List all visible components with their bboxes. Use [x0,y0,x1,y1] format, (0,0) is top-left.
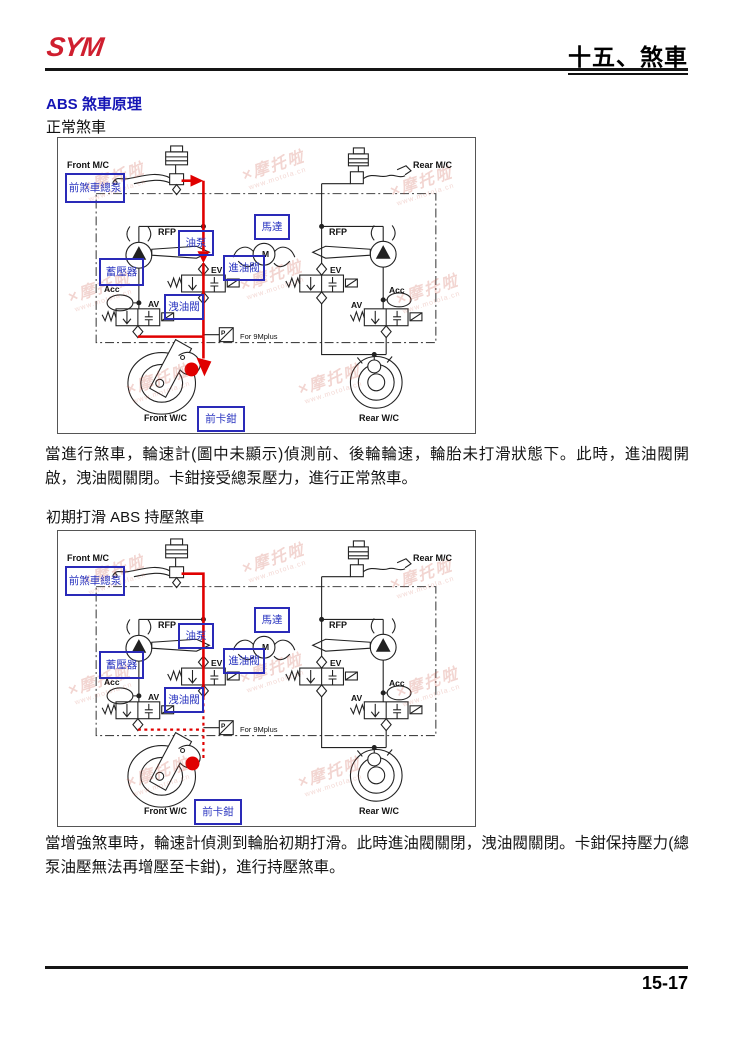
paragraph-abs-hold-braking: 當增強煞車時，輪速計偵測到輪胎初期打滑。此時進油閥關閉，洩油閥關閉。卡鉗保持壓力… [45,835,689,876]
label-acc-left: Acc [104,284,120,294]
callout-inlet-valve: 進油閥 [223,255,265,281]
label-motor-m: M [262,642,270,652]
label-sensor-p: P [221,330,226,337]
label-av-left: AV [148,692,160,702]
diagram-abs-hold-braking: Front M/C 前煞車總泵 Rear M/C RFP 油泵 馬達 M RFP… [57,530,476,827]
label-front-wc: Front W/C [144,806,187,816]
callout-oil-pump: 油泵 [178,230,214,256]
callout-outlet-valve: 洩油閥 [164,294,204,320]
callout-inlet-valve: 進油閥 [223,648,265,674]
subsection-abs-hold: 初期打滑 ABS 持壓煞車 [46,509,205,526]
label-ev-left: EV [211,658,223,668]
label-acc-right: Acc [389,285,405,295]
callout-accumulator: 蓄壓器 [99,258,144,286]
label-front-wc: Front W/C [144,413,187,423]
label-motor-m: M [262,249,270,259]
hydraulic-schematic-hold [95,538,437,808]
callout-outlet-valve: 洩油閥 [164,687,204,713]
label-front-mc: Front M/C [67,553,109,563]
callout-front-master-cylinder: 前煞車總泵 [65,566,125,596]
label-acc-left: Acc [104,677,120,687]
paragraph-normal-braking: 當進行煞車，輪速計(圖中未顯示)偵測前、後輪輪速，輪胎未打滑狀態下。此時，進油閥… [45,446,689,487]
hydraulic-schematic-normal [95,145,437,415]
callout-oil-pump: 油泵 [178,623,214,649]
label-av-right: AV [351,300,363,310]
label-sensor-p: P [221,723,226,730]
label-sensor-note: For 9Mplus [240,725,278,734]
label-rfp-left: RFP [158,620,176,630]
chapter-title: 十五、煞車 [568,38,688,75]
label-ev-left: EV [211,265,223,275]
label-rear-wc: Rear W/C [359,413,400,423]
callout-motor: 馬達 [254,607,290,633]
label-rfp-right: RFP [329,620,347,630]
section-heading: ABS 煞車原理 [46,96,142,113]
subsection-normal-braking: 正常煞車 [46,119,107,136]
callout-accumulator: 蓄壓器 [99,651,144,679]
label-rear-mc: Rear M/C [413,160,453,170]
label-sensor-note: For 9Mplus [240,332,278,341]
label-ev-right: EV [330,658,342,668]
label-ev-right: EV [330,265,342,275]
pressure-path-held [137,572,205,771]
label-rear-wc: Rear W/C [359,806,400,816]
footer-rule [45,966,688,969]
page-number: 15-17 [641,973,688,993]
label-av-left: AV [148,299,160,309]
callout-front-caliper: 前卡鉗 [194,799,242,825]
header-rule [45,68,688,71]
diagram-normal-braking: Front M/C 前煞車總泵 Rear M/C RFP 油泵 馬達 M RFP… [57,137,476,434]
callout-motor: 馬達 [254,214,290,240]
label-rfp-right: RFP [329,227,347,237]
callout-front-caliper: 前卡鉗 [197,406,245,432]
sym-logo: SYM [44,32,105,62]
label-rear-mc: Rear M/C [413,553,453,563]
label-av-right: AV [351,693,363,703]
label-rfp-left: RFP [158,227,176,237]
label-front-mc: Front M/C [67,160,109,170]
label-acc-right: Acc [389,678,405,688]
callout-front-master-cylinder: 前煞車總泵 [65,173,125,203]
